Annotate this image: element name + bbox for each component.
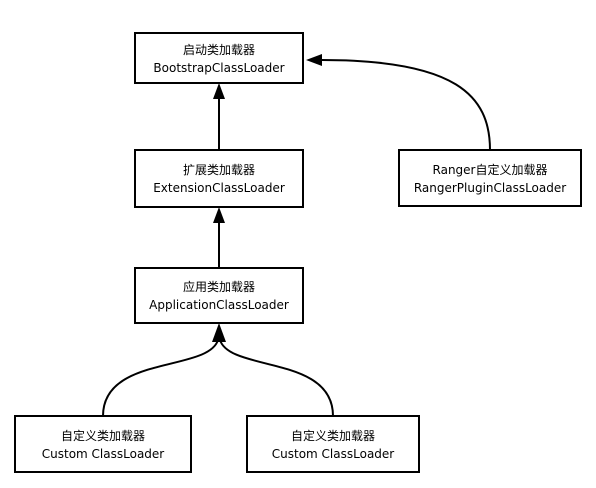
arrowhead-extension-bottom: [213, 207, 225, 223]
node-extension-box: [134, 149, 304, 208]
node-ranger-line2: RangerPluginClassLoader: [414, 181, 566, 195]
node-custom2: 自定义类加载器 Custom ClassLoader: [246, 415, 420, 473]
arrowhead-application-bottom: [212, 323, 226, 342]
node-application-box: [134, 267, 304, 324]
node-bootstrap-line1: 启动类加载器: [183, 43, 255, 57]
node-application-line1: 应用类加载器: [183, 279, 255, 294]
node-application: 应用类加载器 ApplicationClassLoader: [134, 267, 304, 324]
node-ranger-line1: Ranger自定义加载器: [433, 162, 548, 177]
edge-ranger-to-bootstrap: [321, 59, 491, 151]
node-extension-line1: 扩展类加载器: [183, 163, 255, 177]
node-ranger-box: [398, 149, 582, 207]
arrowhead-bootstrap-bottom: [213, 83, 225, 99]
node-custom1-line2: Custom ClassLoader: [42, 447, 165, 461]
node-custom1-box: [14, 415, 192, 473]
edge-custom1-to-application: [102, 339, 219, 417]
node-bootstrap-line2: BootstrapClassLoader: [153, 61, 284, 75]
edge-custom2-to-application: [219, 339, 334, 417]
arrowhead-bootstrap-right: [306, 54, 322, 66]
node-custom2-line1: 自定义类加载器: [291, 428, 375, 443]
node-extension-line2: ExtensionClassLoader: [153, 181, 285, 195]
node-application-line2: ApplicationClassLoader: [149, 298, 289, 312]
node-custom1: 自定义类加载器 Custom ClassLoader: [14, 415, 192, 473]
node-bootstrap: 启动类加载器 BootstrapClassLoader: [134, 32, 304, 84]
node-ranger: Ranger自定义加载器 RangerPluginClassLoader: [398, 149, 582, 207]
node-custom1-line1: 自定义类加载器: [61, 428, 145, 443]
node-bootstrap-box: [134, 32, 304, 84]
edges: [102, 54, 491, 417]
node-extension: 扩展类加载器 ExtensionClassLoader: [134, 149, 304, 208]
node-custom2-line2: Custom ClassLoader: [272, 447, 395, 461]
node-custom2-box: [246, 415, 420, 473]
